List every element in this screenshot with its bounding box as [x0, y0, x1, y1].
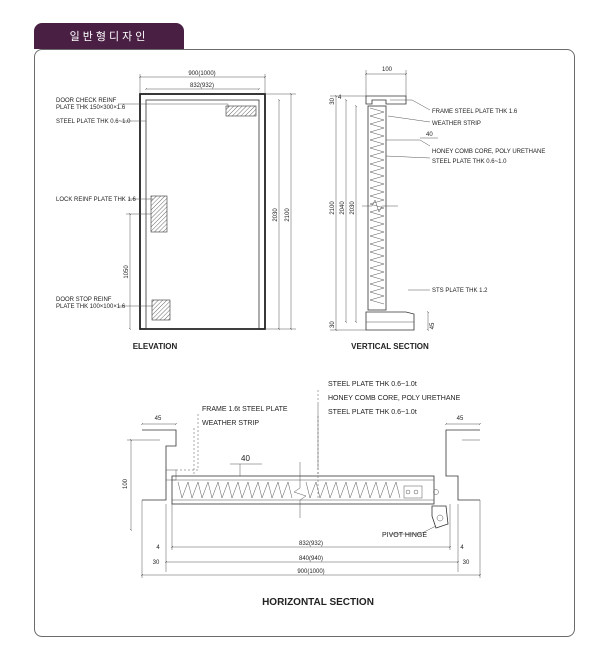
- label-vert-steel: STEEL PLATE THK 0.6~1.0: [432, 159, 507, 165]
- dim-vert-45: 45: [430, 322, 436, 329]
- dim-hor-45-right: 45: [457, 416, 464, 422]
- hor-door-leaf: [171, 475, 435, 505]
- vert-door-leaf: [367, 105, 387, 311]
- label-lock-reinf: LOCK REINF PLATE THK 1.6: [56, 197, 136, 203]
- label-vert-frame: FRAME STEEL PLATE THK 1.6: [432, 109, 518, 115]
- elevation-title: ELEVATION: [133, 342, 178, 351]
- section-tab-label: 일반형디자인: [69, 31, 149, 43]
- label-door-stop-2: PLATE THK 100×100×1.6: [56, 304, 126, 310]
- elevation-door-leaf: [145, 99, 260, 330]
- dim-hor-840: 840(940): [299, 556, 323, 562]
- dim-vert-2030: 2030: [350, 201, 356, 215]
- dim-vert-30-bottom: 30: [330, 321, 336, 328]
- dim-vert-4: 4: [338, 95, 342, 101]
- dim-hor-45-left: 45: [155, 416, 162, 422]
- vertical-section-title: VERTICAL SECTION: [351, 342, 429, 351]
- label-door-stop-1: DOOR STOP REINF: [56, 297, 112, 303]
- dim-elev-2100: 2100: [285, 208, 291, 222]
- dim-vert-30-top: 30: [330, 97, 336, 104]
- vert-top-frame: [365, 95, 407, 105]
- dim-elev-1050: 1050: [124, 265, 130, 279]
- dim-hor-30-left: 30: [153, 560, 160, 566]
- label-hor-honeycomb: HONEY COMB CORE, POLY URETHANE: [328, 395, 461, 402]
- label-vert-honeycomb: HONEY COMB CORE, POLY URETHANE: [432, 149, 545, 155]
- label-hor-frame: FRAME 1.6t STEEL PLATE: [202, 406, 288, 413]
- label-hor-steel-top: STEEL PLATE THK 0.6~1.0t: [328, 381, 417, 388]
- label-door-check-1: DOOR CHECK REINF: [56, 98, 117, 104]
- section-tab[interactable]: 일반형디자인: [34, 23, 184, 49]
- dim-hor-900: 900(1000): [297, 569, 324, 575]
- label-vert-sts: STS PLATE THK 1.2: [432, 288, 488, 294]
- label-hor-weather: WEATHER STRIP: [202, 420, 259, 427]
- label-vert-weather: WEATHER STRIP: [432, 121, 481, 127]
- hor-left-frame: [142, 429, 177, 501]
- label-hor-steel-bottom: STEEL PLATE THK 0.6~1.0t: [328, 409, 417, 416]
- label-door-check-2: PLATE THK 150×300×1.6: [56, 105, 126, 111]
- hor-right-frame: [445, 429, 480, 501]
- horizontal-section-title: HORIZONTAL SECTION: [262, 597, 374, 608]
- lock-reinf-plate: [150, 195, 168, 233]
- pivot-hinge: [431, 505, 449, 529]
- dim-vert-2100: 2100: [330, 201, 336, 215]
- hor-honeycomb: [177, 481, 401, 499]
- dim-elev-832: 832(932): [190, 83, 214, 89]
- dim-hor-100: 100: [123, 478, 129, 489]
- horizontal-section-view: 45 45 100 40: [123, 381, 480, 608]
- dim-hor-30-right: 30: [463, 560, 470, 566]
- dim-vert-2040: 2040: [340, 201, 346, 215]
- dim-hor-4-right: 4: [460, 545, 464, 551]
- door-stop-reinf-plate: [151, 299, 171, 321]
- vertical-section-view: 100 30 4 2100 2040 2030 30 45 40 FR: [330, 67, 545, 351]
- vert-bottom-sill: [365, 311, 415, 331]
- elevation-view: 900(1000) 832(932) 2030 2100 1050 DOOR C…: [56, 71, 296, 351]
- dim-hor-40: 40: [241, 454, 250, 463]
- label-steel-plate: STEEL PLATE THK 0.6~1.0: [56, 119, 131, 125]
- drawing-panel: [34, 49, 575, 637]
- dim-vert-100: 100: [382, 67, 393, 73]
- label-hor-pivot: PIVOT HINGE: [382, 532, 427, 539]
- dim-hor-832: 832(932): [299, 541, 323, 547]
- dim-hor-4-left: 4: [156, 545, 160, 551]
- door-check-reinf-plate: [225, 105, 257, 117]
- dim-vert-40: 40: [426, 132, 433, 138]
- dim-elev-900: 900(1000): [188, 71, 215, 77]
- dim-elev-2030: 2030: [273, 208, 279, 222]
